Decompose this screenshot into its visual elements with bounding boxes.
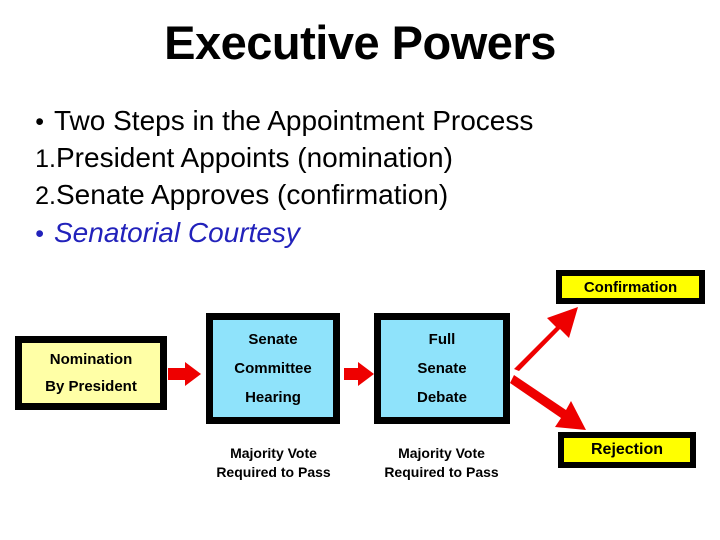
caption-line: Required to Pass xyxy=(216,463,331,480)
list-item-label: Senate Approves (confirmation) xyxy=(56,179,449,211)
bullet-marker-number: 2. xyxy=(35,182,56,211)
caption-line: Required to Pass xyxy=(384,463,499,480)
node-line: Senate xyxy=(248,331,298,348)
diagram-node-full-senate-debate[interactable]: Full Senate Debate xyxy=(374,313,510,424)
diagram-node-senate-committee-hearing[interactable]: Senate Committee Hearing xyxy=(206,313,340,424)
list-item-label: President Appoints (nomination) xyxy=(56,142,453,174)
arrow-full-senate-to-confirmation xyxy=(514,307,578,371)
list-item-label: Two Steps in the Appointment Process xyxy=(54,105,534,136)
caption-full-senate-majority-vote: Majority Vote Required to Pass xyxy=(364,444,519,482)
caption-committee-majority-vote: Majority Vote Required to Pass xyxy=(196,444,351,482)
bullet-list: • Two Steps in the Appointment Process 1… xyxy=(10,102,670,251)
list-item: • Two Steps in the Appointment Process xyxy=(10,102,670,139)
arrow-nomination-to-committee xyxy=(168,362,201,386)
bullet-marker-icon: • xyxy=(35,219,44,248)
caption-line: Majority Vote xyxy=(398,445,485,461)
list-item: 1. President Appoints (nomination) xyxy=(10,139,670,176)
bullet-marker-icon: • xyxy=(35,108,44,136)
diagram-node-rejection[interactable]: Rejection xyxy=(558,432,696,468)
node-label: Confirmation xyxy=(583,278,678,296)
arrow-full-senate-to-rejection xyxy=(510,375,586,430)
diagram-node-confirmation[interactable]: Confirmation xyxy=(556,270,705,304)
diagram-node-nomination[interactable]: Nomination By President xyxy=(15,336,167,410)
node-line: Hearing xyxy=(245,389,301,406)
list-item-label: Senatorial Courtesy xyxy=(54,216,300,248)
list-item-emphasized: • Senatorial Courtesy xyxy=(10,214,670,251)
node-line: Senate xyxy=(417,360,467,377)
node-line: Full xyxy=(428,331,456,348)
node-line: Debate xyxy=(416,389,468,406)
node-line: Nomination xyxy=(49,351,133,368)
node-line: By President xyxy=(45,378,137,395)
node-line: Committee xyxy=(234,360,312,377)
arrow-committee-to-full-senate xyxy=(344,362,374,386)
page-title: Executive Powers xyxy=(164,16,556,69)
caption-line: Majority Vote xyxy=(230,445,317,461)
node-label: Rejection xyxy=(590,441,663,458)
bullet-marker-number: 1. xyxy=(35,145,56,174)
list-item: 2. Senate Approves (confirmation) xyxy=(10,176,670,213)
